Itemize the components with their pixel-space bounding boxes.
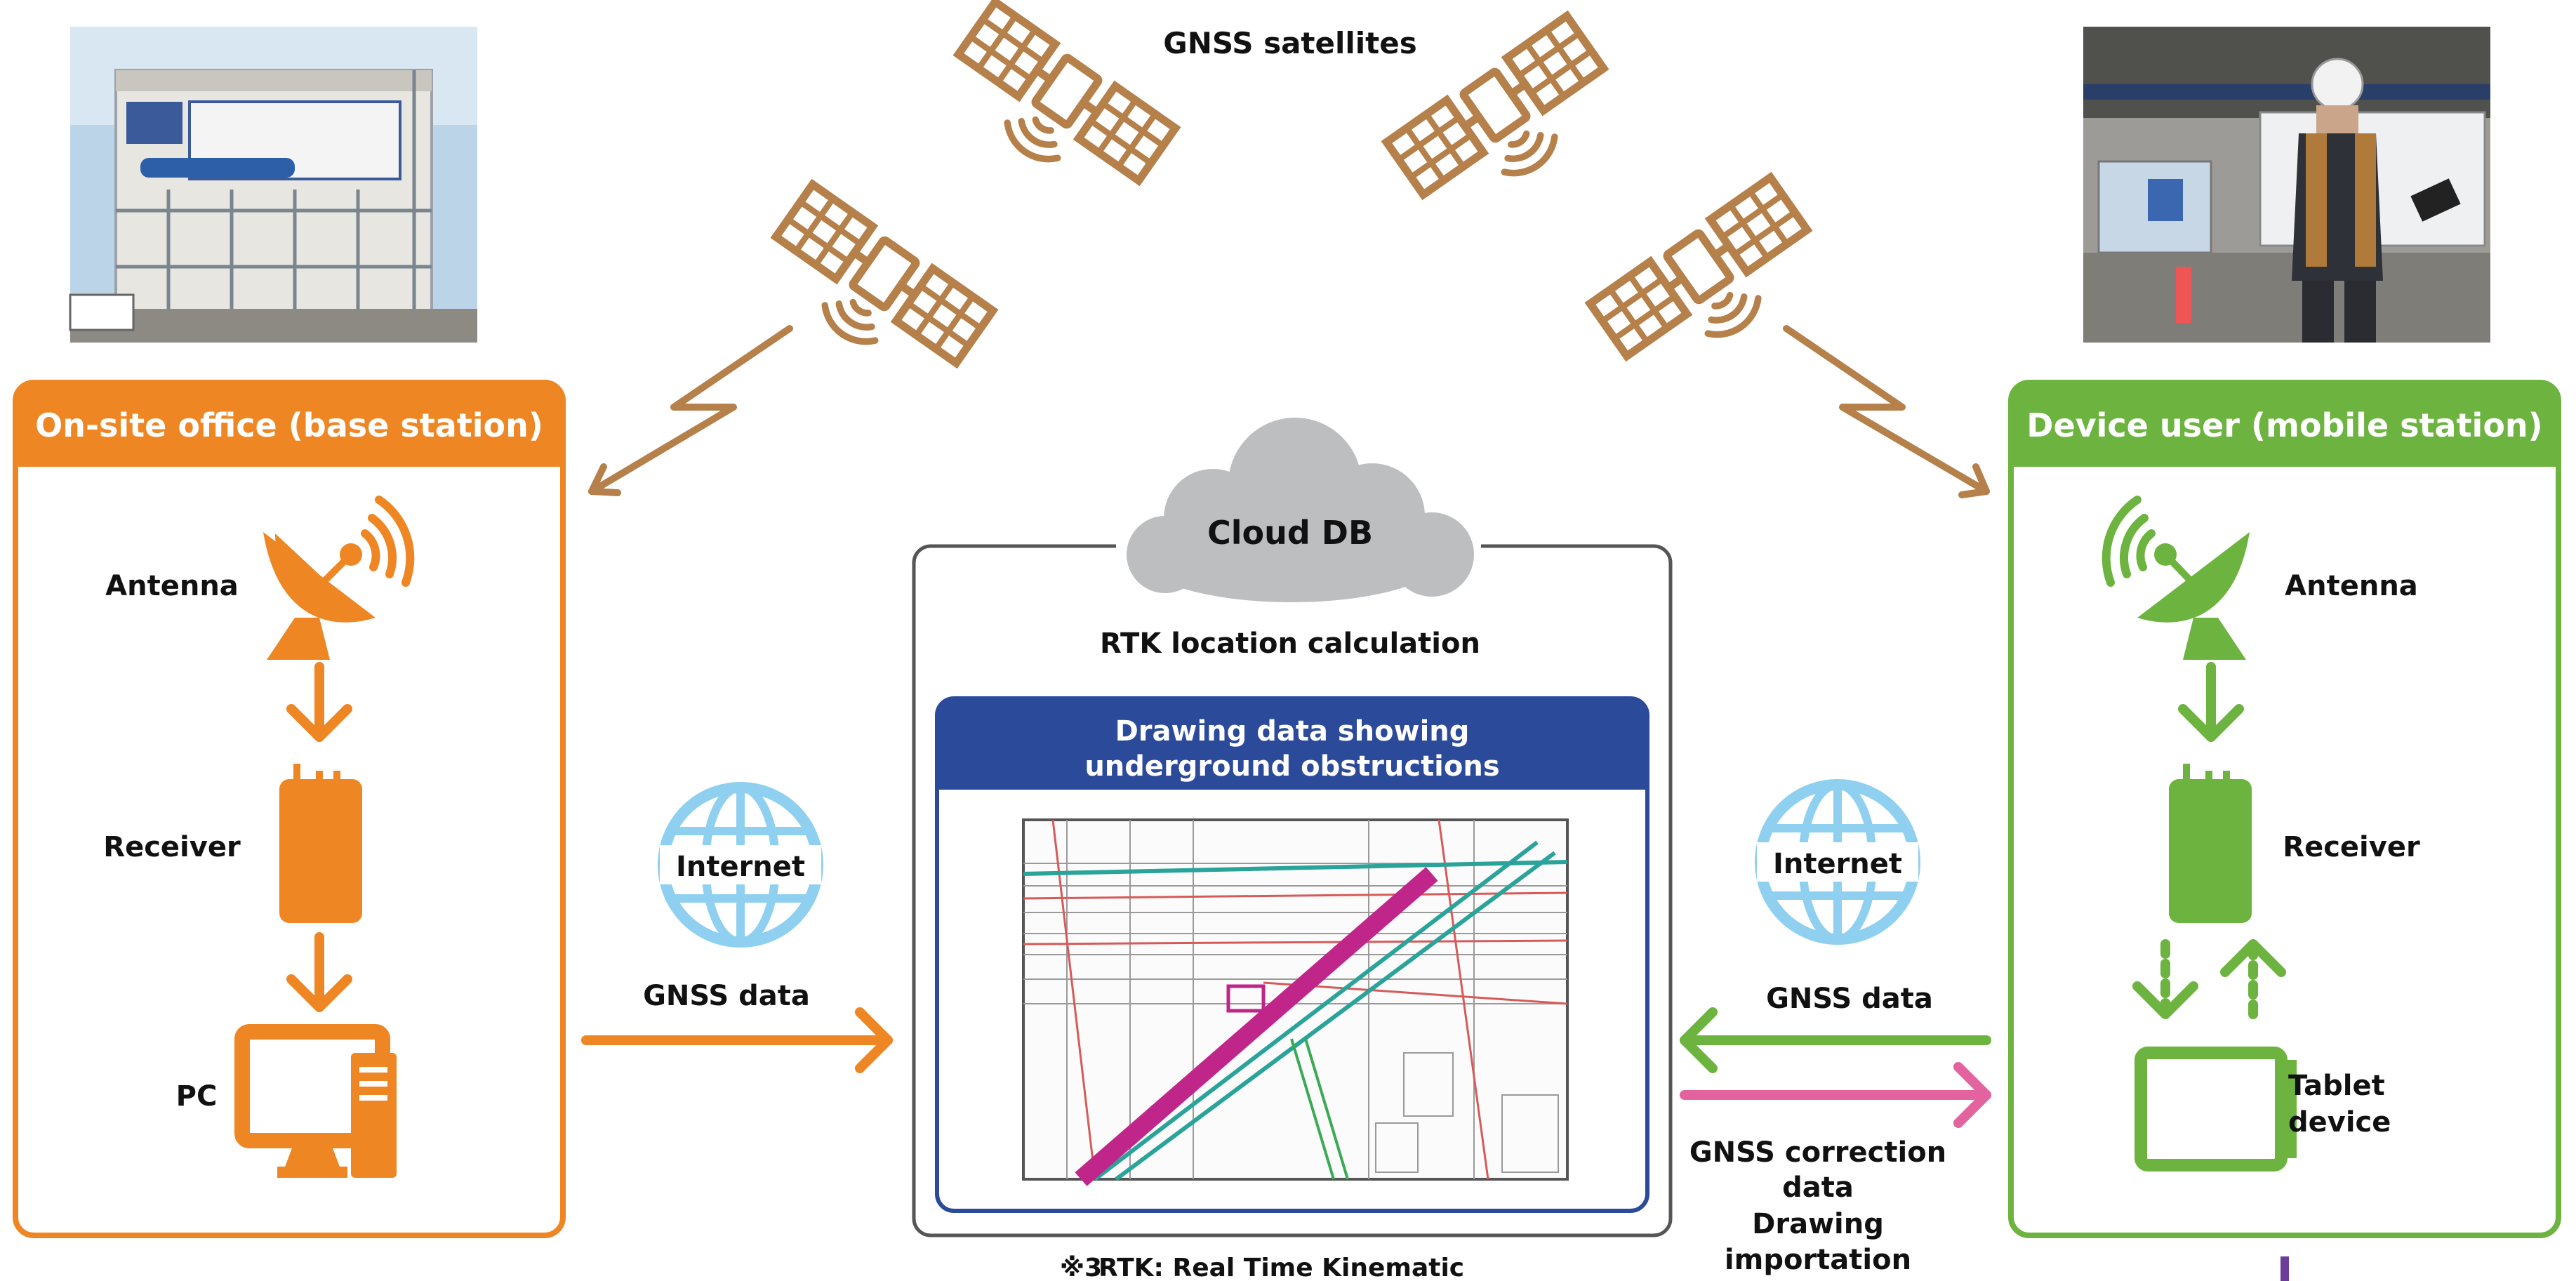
arrow-right-icon <box>581 1007 893 1073</box>
antenna-icon <box>2102 496 2250 660</box>
mobile-station-title: Device user (mobile station) <box>2026 406 2542 444</box>
mobile-receiver-label: Receiver <box>2283 831 2420 863</box>
office-building-photo <box>69 27 477 343</box>
receiver-icon <box>279 764 362 923</box>
arrow-down-icon <box>286 932 352 1012</box>
base-station-title: On-site office (base station) <box>35 406 543 444</box>
drawing-title-line1: Drawing data showing <box>1115 715 1470 748</box>
dotted-arrow-down-icon <box>2132 939 2198 1019</box>
mobile-station-panel: Device user (mobile station) <box>2008 380 2561 1238</box>
correction-line2: data <box>1782 1172 1854 1204</box>
tablet-label-line1: Tablet <box>2288 1070 2385 1102</box>
correction-line1: GNSS correction <box>1689 1136 1946 1169</box>
left-gnss-data-label: GNSS data <box>643 980 810 1012</box>
right-gnss-data-label: GNSS data <box>1766 983 1933 1015</box>
right-internet-label: Internet <box>1773 848 1902 880</box>
satellite-icon <box>1386 16 1627 229</box>
antenna-icon <box>263 496 415 660</box>
drawing-title-line2: underground obstructions <box>1084 750 1499 783</box>
footnote-text: RTK: Real Time Kinematic <box>1098 1254 1464 1281</box>
device-user-photo <box>2083 27 2490 343</box>
arrow-down-icon <box>2178 662 2244 742</box>
cloud-db-label: Cloud DB <box>1207 514 1373 552</box>
tablet-label-line2: device <box>2288 1106 2391 1139</box>
pc-label: PC <box>176 1080 218 1113</box>
footnote-mark: ※3 <box>1060 1254 1102 1281</box>
left-internet-label: Internet <box>676 851 805 883</box>
receiver-icon <box>2169 764 2252 923</box>
dotted-arrow-up-icon <box>2220 939 2286 1019</box>
satellite-icon <box>934 2 1175 215</box>
satellite-icon <box>752 185 992 397</box>
tablet-icon <box>2135 1047 2297 1172</box>
satellites-label: GNSS satellites <box>1163 26 1417 60</box>
underground-map-image <box>1022 818 1569 1186</box>
signal-left-icon <box>588 325 793 496</box>
arrow-down-icon <box>286 662 352 742</box>
correction-line3: Drawing <box>1752 1208 1884 1240</box>
correction-line4: importation <box>1725 1244 1911 1276</box>
base-antenna-label: Antenna <box>105 570 239 602</box>
mobile-antenna-label: Antenna <box>2285 570 2418 602</box>
pc-icon <box>234 1024 397 1178</box>
cloud-icon <box>1127 418 1474 602</box>
satellite-icon <box>1590 178 1831 390</box>
signal-right-icon <box>1783 325 1990 498</box>
base-receiver-label: Receiver <box>103 831 241 863</box>
arrow-left-icon <box>1680 1007 1991 1073</box>
arrow-right-icon <box>1680 1062 1991 1128</box>
rtk-calc-label: RTK location calculation <box>1100 628 1480 660</box>
